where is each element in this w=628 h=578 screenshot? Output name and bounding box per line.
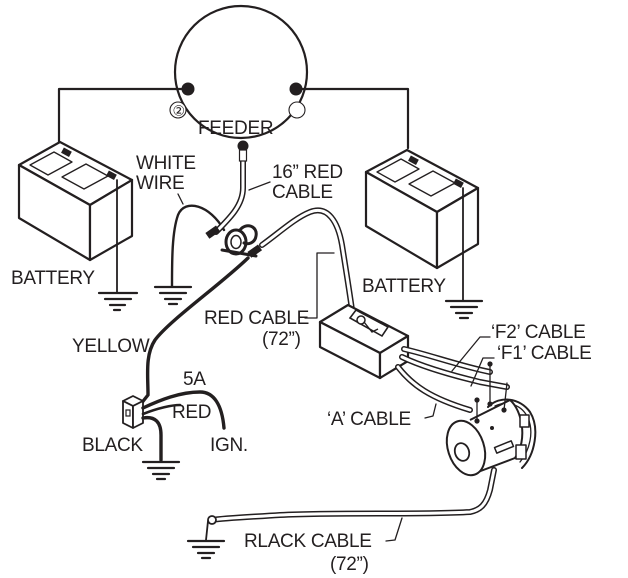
battery-right-side [435,186,480,270]
controller-box [318,303,410,380]
ground-lug [207,515,217,525]
red-cable-72in [259,207,355,313]
white-wire-label-line2: WIRE [136,173,184,194]
f1-cable-label: ‘F1’ CABLE [497,343,592,364]
yellow-label: YELLOW [72,336,150,357]
ign-label: IGN. [210,435,248,456]
cable-lug [238,149,248,162]
red-cable-label-line2: (72”) [262,329,301,350]
f2-leader [451,336,491,372]
white-wire-label-line1: WHITE [136,153,196,174]
battery-left-label: BATTERY [11,268,95,289]
red16-leader [248,181,271,191]
ground-icon [97,291,139,312]
feeder-to-right-battery-wire [294,87,410,150]
terminal-2-marker [169,101,187,119]
battery-left: BATTERY [11,140,134,289]
red-label: RED [172,402,211,423]
f2-cable-label: ‘F2’ CABLE [491,322,586,343]
battery-right-terminal-neg [408,155,419,165]
yellow-wire [138,256,250,407]
red-cable-leader [304,252,335,319]
solenoid [205,224,263,258]
terminal-2-label: ② [173,103,186,119]
ground-icon [444,299,484,320]
black-label: BLACK [82,435,143,456]
feeder-to-left-battery-wire [57,87,190,157]
battery-right: BATTERY [362,148,480,297]
ground-icon [153,285,193,306]
fuse-holder [122,395,144,429]
red16-label-line2: CABLE [272,182,333,203]
white-wire [170,204,226,288]
motor [445,361,537,477]
white-wire-leader [177,193,184,205]
a-cable-label: ‘A’ CABLE [327,409,411,430]
motor-shaft [453,442,471,462]
ground-icon [141,460,181,481]
feeder-label: FEEDER [198,118,273,139]
ground-icon [186,539,226,560]
feeder-terminal-center [237,140,249,152]
battery-left-terminal-pos [106,170,117,180]
battery-left-terminal-neg [61,147,72,157]
black-wire [141,415,163,462]
red-cable-label-line1: RED CABLE [204,308,309,329]
solenoid-terminal-left [205,225,221,239]
battery-right-cell-1 [376,158,420,183]
battery-right-label: BATTERY [362,276,446,297]
red16-label-line1: 16” RED [272,162,343,183]
f1-leader [470,357,495,387]
feeder: ② FEEDER [169,4,309,152]
red-cable-16in [213,152,246,235]
battery-left-side [88,178,134,262]
terminal-1-marker [288,101,306,119]
black-cable-leader [385,517,403,542]
black-cable-label-line2: (72”) [330,554,369,575]
fuse-label: 5A [183,369,206,390]
a-cable [395,364,473,413]
black-cable-label-line1: RLACK CABLE [244,531,372,552]
a-leader [424,403,437,419]
battery-right-terminal-pos [453,178,464,188]
red-wire-branch [141,403,182,416]
feeder-circle [173,4,309,140]
battery-left-cell-1 [29,151,73,176]
red-wire-ign [141,390,226,430]
